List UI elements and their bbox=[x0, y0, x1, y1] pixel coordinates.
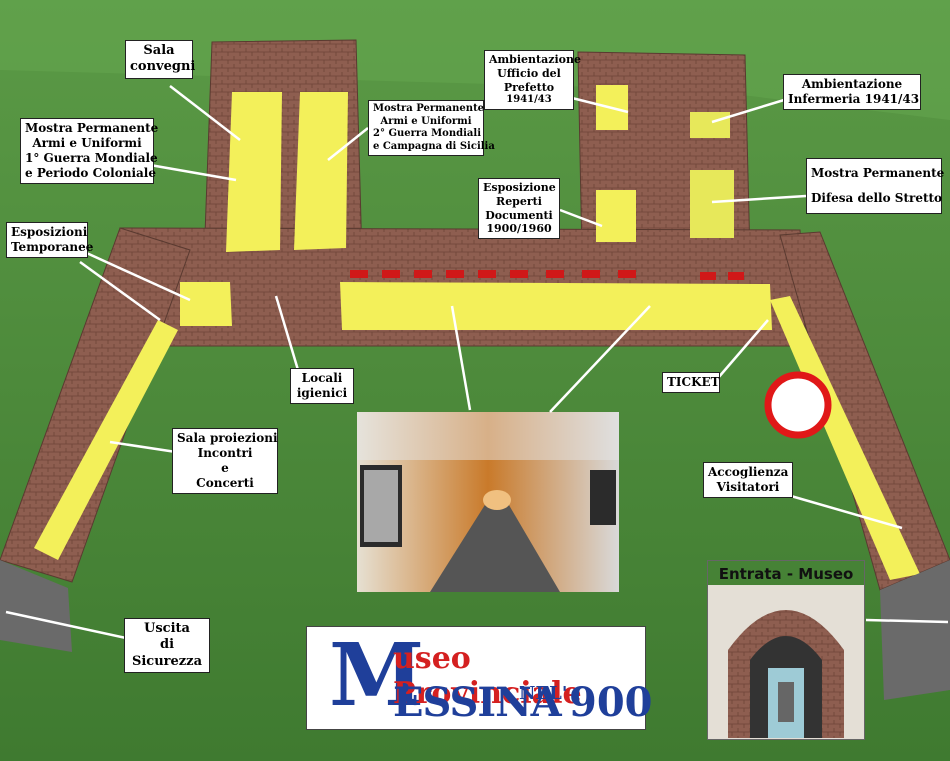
label-accoglienza: Accoglienza Visitatori bbox=[703, 462, 793, 498]
logo-year: 900 bbox=[569, 679, 653, 726]
logo-line2: ESSINA bbox=[393, 679, 562, 726]
entrance-photo: Entrata - Museo bbox=[707, 560, 865, 740]
label-difesa-stretto: Mostra Permanente Difesa dello Stretto bbox=[806, 158, 944, 215]
label-uscita-sicurezza: Uscita di Sicurezza bbox=[124, 618, 210, 673]
label-locali-igienici: Locali igienici bbox=[290, 368, 354, 404]
label-infermeria: Ambientazione Infermeria 1941/43 bbox=[783, 74, 921, 110]
museum-logo: M useo Provinciale ESSINA NEL' 900 bbox=[306, 625, 653, 730]
logo-line1: useo Provinciale bbox=[393, 641, 582, 711]
label-sala-convegni: Sala convegni bbox=[125, 40, 195, 79]
exit-structure bbox=[0, 560, 72, 652]
entrance-structure bbox=[880, 560, 950, 700]
label-mostra-2gm: Mostra Permanente Armi e Uniformi 2° Gue… bbox=[368, 100, 495, 156]
red-seats bbox=[350, 270, 744, 280]
yellow-interiors bbox=[34, 85, 920, 580]
entrance-title: Entrata - Museo bbox=[718, 565, 854, 583]
label-esposizioni-temporanee: Esposizioni Temporanee bbox=[6, 222, 93, 258]
label-sala-proiezioni: Sala proiezioni Incontri e Concerti bbox=[172, 428, 278, 494]
label-ufficio-prefetto: Ambientazione Ufficio del Prefetto 1941/… bbox=[484, 50, 581, 110]
entrance-arch bbox=[708, 585, 864, 739]
logo-nel: NEL' bbox=[519, 683, 568, 704]
label-mostra-1gm: Mostra Permanente Armi e Uniformi 1° Gue… bbox=[20, 118, 158, 184]
red-circle-sign bbox=[764, 371, 832, 439]
tunnel-photo bbox=[357, 412, 619, 592]
logo-initial: M bbox=[329, 625, 425, 726]
label-esposizione-reperti: Esposizione Reperti Documenti 1900/1960 bbox=[478, 178, 560, 239]
label-ticket: TICKET bbox=[662, 372, 720, 393]
callout-lines bbox=[5, 85, 949, 640]
